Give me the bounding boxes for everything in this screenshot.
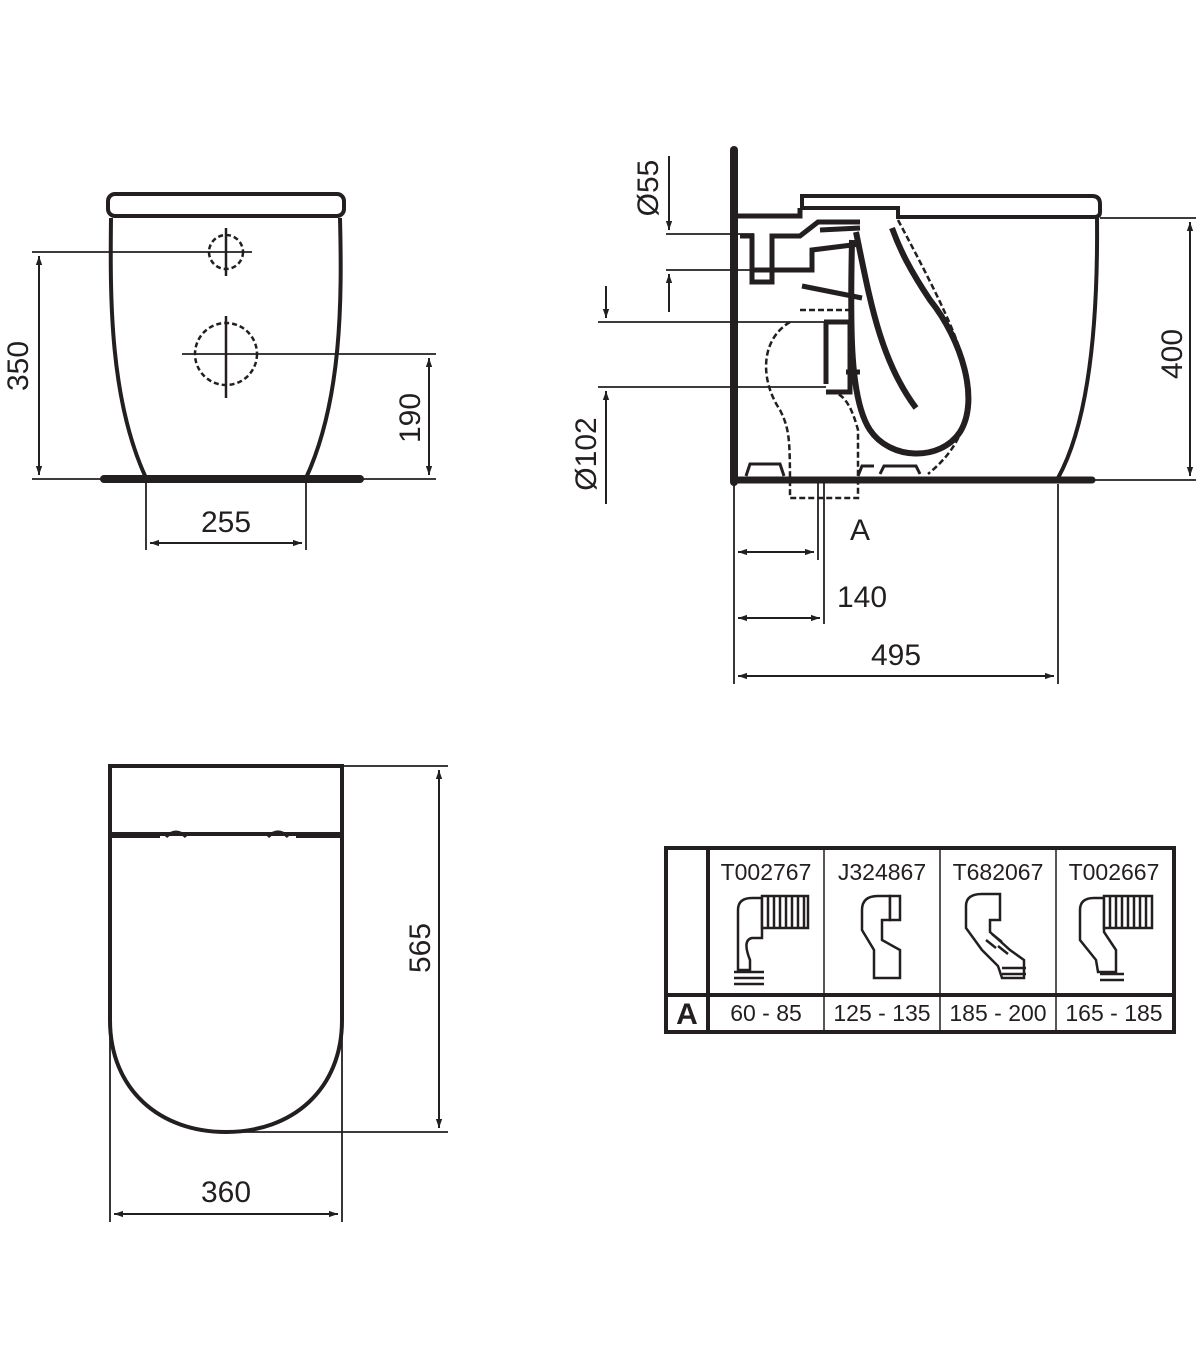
top-cistern	[108, 764, 344, 836]
side-flush-inlet	[752, 225, 863, 301]
side-outlet-pipe	[823, 319, 860, 395]
table-code-2: J324867	[838, 859, 926, 885]
dim-label-190: 190	[394, 393, 427, 443]
side-trapway	[848, 226, 972, 457]
dim-label-360: 360	[201, 1176, 251, 1209]
dim-label-140: 140	[837, 581, 887, 614]
front-bowl	[108, 217, 343, 479]
dim-label-255: 255	[201, 506, 251, 539]
side-view	[598, 146, 1196, 684]
connector-corrugated-icon	[964, 892, 1026, 980]
connector-elbow-icon	[734, 894, 810, 986]
connector-offset-icon	[860, 894, 902, 980]
table-code-1: T002767	[721, 859, 812, 885]
table-range-1: 60 - 85	[730, 1000, 802, 1026]
dim-label-400: 400	[1156, 329, 1189, 379]
table-code-4: T002667	[1069, 859, 1160, 885]
table-code-3: T682067	[953, 859, 1044, 885]
dim-label-102: Ø102	[570, 417, 603, 490]
dim-label-495: 495	[871, 639, 921, 672]
top-view	[108, 764, 448, 1222]
table-range-2: 125 - 135	[833, 1000, 930, 1026]
side-dashed-connector	[764, 219, 969, 500]
connector-bend-icon	[1078, 894, 1154, 982]
dim-label-a: A	[850, 514, 870, 547]
front-view	[32, 192, 436, 550]
top-seat	[108, 834, 344, 1135]
table-row-label: A	[676, 998, 698, 1031]
table-range-4: 165 - 185	[1065, 1000, 1162, 1026]
side-rear-block	[738, 208, 860, 285]
dim-label-565: 565	[404, 923, 437, 973]
table-range-3: 185 - 200	[949, 1000, 1046, 1026]
dim-label-55: Ø55	[632, 160, 665, 217]
front-seat	[106, 192, 346, 218]
side-seat	[800, 194, 1102, 219]
dim-label-350: 350	[2, 341, 35, 391]
side-bowl-outer	[1056, 217, 1100, 479]
connector-table	[664, 846, 1176, 1034]
